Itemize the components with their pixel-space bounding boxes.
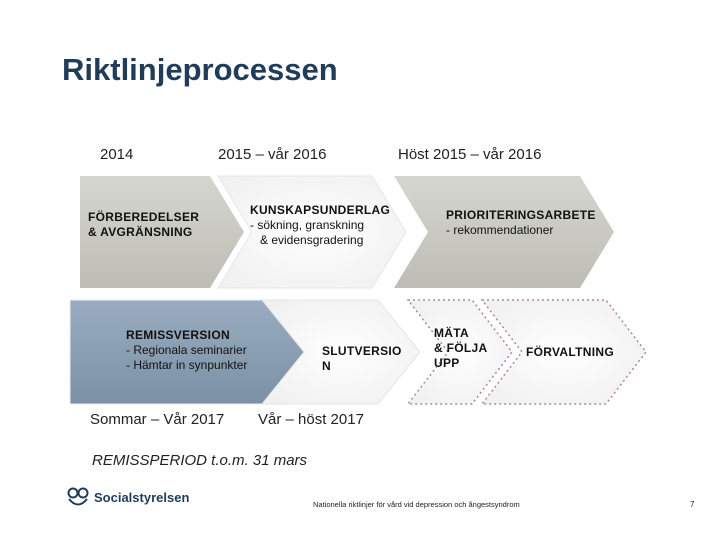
step-slutversion: SLUTVERSIO N (322, 344, 402, 374)
period-label-sommar: Sommar – Vår 2017 (90, 411, 225, 428)
period-label-2015-2016: 2015 – vår 2016 (218, 146, 327, 163)
step-mata-line3: UPP (434, 356, 460, 370)
step-remissversion-line2: - Regionala seminarier (126, 343, 247, 357)
step-forberedelser-line2: & AVGRÄNSNING (88, 225, 193, 239)
socialstyrelsen-logo: Socialstyrelsen (66, 486, 189, 508)
step-forvaltning-shape (480, 299, 647, 405)
step-mata-folja-upp: MÄTA & FÖLJA UPP (434, 326, 487, 371)
step-mata-folja-upp-shape (406, 299, 513, 405)
step-prioriteringsarbete-line2: - rekommendationer (446, 223, 554, 237)
step-kunskapsunderlag-title: KUNSKAPSUNDERLAG (250, 203, 391, 217)
step-prioriteringsarbete: PRIORITERINGSARBETE - rekommendationer (446, 208, 596, 238)
step-forvaltning-title: FÖRVALTNING (526, 345, 614, 359)
footer-text: Nationella riktlinjer för vård vid depre… (313, 500, 520, 509)
step-kunskapsunderlag-line3: & evidensgradering (260, 233, 364, 247)
logo-text: Socialstyrelsen (94, 489, 190, 505)
step-remissversion-line3: - Hämtar in synpunkter (126, 358, 248, 372)
step-kunskapsunderlag-shape (217, 175, 407, 289)
step-slutversion-shape (260, 299, 421, 405)
step-forberedelser-shape (80, 176, 244, 288)
step-forberedelser-title: FÖRBEREDELSER (88, 210, 200, 224)
step-kunskapsunderlag: KUNSKAPSUNDERLAG - sökning, granskning &… (250, 203, 390, 248)
step-forberedelser: FÖRBEREDELSER & AVGRÄNSNING (88, 210, 199, 240)
page-number: 7 (690, 500, 695, 509)
period-label-host: Höst 2015 – vår 2016 (398, 146, 542, 163)
remissperiod-note: REMISSPERIOD t.o.m. 31 mars (92, 452, 308, 469)
step-prioriteringsarbete-shape (394, 176, 614, 288)
step-forvaltning: FÖRVALTNING (526, 345, 614, 360)
logo-emblem-icon (67, 487, 89, 506)
step-prioriteringsarbete-title: PRIORITERINGSARBETE (446, 208, 596, 222)
year-label-2014: 2014 (100, 146, 134, 163)
page-title: Riktlinjeprocessen (62, 52, 338, 87)
step-slutversion-title: SLUTVERSIO (322, 344, 402, 358)
step-kunskapsunderlag-line2: - sökning, granskning (250, 218, 365, 232)
step-remissversion: REMISSVERSION - Regionala seminarier - H… (126, 328, 247, 373)
period-label-var-host: Vår – höst 2017 (258, 411, 364, 428)
step-mata-line2: & FÖLJA (434, 341, 488, 355)
step-slutversion-line2: N (322, 359, 331, 373)
step-mata-title: MÄTA (434, 326, 469, 340)
step-remissversion-title: REMISSVERSION (126, 328, 230, 342)
